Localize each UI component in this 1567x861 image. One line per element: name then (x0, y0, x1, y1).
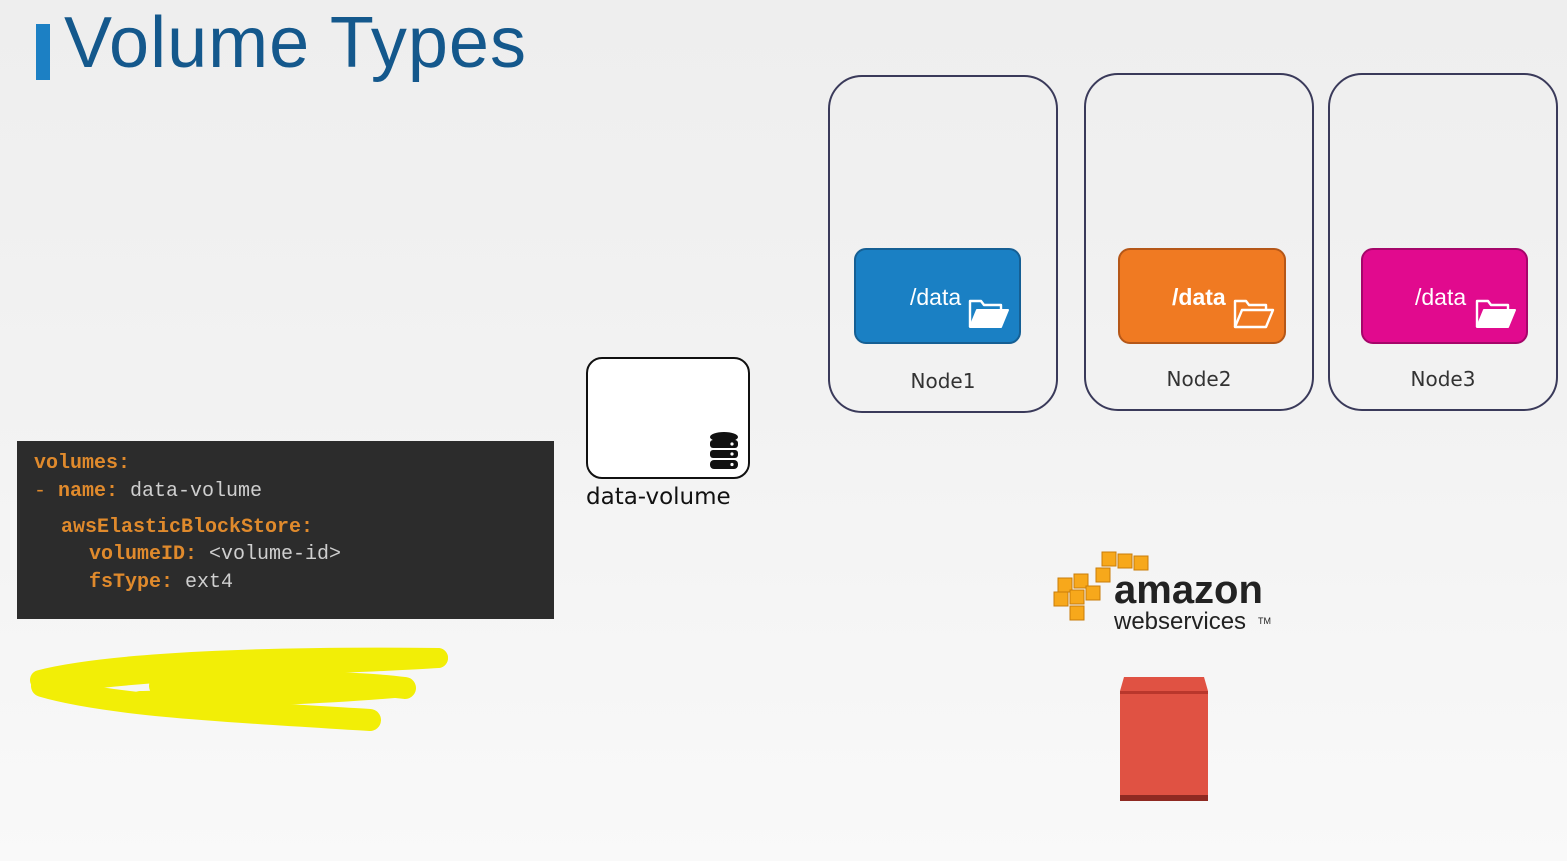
database-icon (710, 432, 738, 469)
node-1-mount-path: /data (910, 284, 962, 310)
folder-icon (1233, 299, 1275, 329)
node-2-label: Node2 (1166, 367, 1232, 391)
aws-brand-top: amazon (1114, 568, 1263, 612)
yaml-code-block: volumes: - name: data-volume awsElasticB… (17, 441, 554, 619)
code-key: name: (58, 480, 119, 503)
code-line-volumes: volumes: (34, 452, 130, 475)
code-line-fstype: fsType: ext4 (89, 571, 233, 594)
aws-cubes-icon (1053, 551, 1149, 621)
node-3-mount-path: /data (1415, 284, 1467, 310)
node-3-mount: /data (1361, 248, 1528, 344)
page-title: Volume Types (64, 3, 527, 83)
title-accent-bar (36, 24, 50, 80)
code-value: <volume-id> (197, 543, 342, 566)
highlight-scribble (30, 647, 448, 731)
code-value: ext4 (173, 571, 234, 594)
code-key: volumes: (34, 452, 131, 475)
code-line-aws-ebs: awsElasticBlockStore: (61, 516, 313, 539)
node-2-mount-path: /data (1172, 284, 1226, 310)
code-key: volumeID: (89, 543, 198, 566)
aws-brand-bottom: webservices (1114, 608, 1247, 635)
node-2-mount: /data (1118, 248, 1286, 344)
ebs-volume-icon (1120, 677, 1208, 801)
node-1-box: /data Node1 (828, 75, 1058, 413)
node-1-mount: /data (854, 248, 1021, 344)
code-key: awsElasticBlockStore: (61, 516, 314, 539)
node-3-box: /data Node3 (1328, 73, 1558, 411)
data-volume-box (586, 357, 750, 479)
folder-icon (968, 299, 1009, 328)
aws-trademark: TM (1258, 616, 1271, 626)
data-volume-label: data-volume (586, 484, 731, 510)
node-2-box: /data Node2 (1084, 73, 1314, 411)
folder-icon (1475, 299, 1516, 328)
aws-logo: amazon webservices TM (1052, 550, 1282, 636)
code-value: data-volume (118, 480, 263, 503)
code-line-volume-id: volumeID: <volume-id> (89, 543, 341, 566)
code-key: fsType: (89, 571, 174, 594)
code-prefix: - (34, 480, 59, 503)
code-line-name: - name: data-volume (34, 480, 262, 503)
node-1-label: Node1 (910, 369, 976, 393)
node-3-label: Node3 (1410, 367, 1476, 391)
